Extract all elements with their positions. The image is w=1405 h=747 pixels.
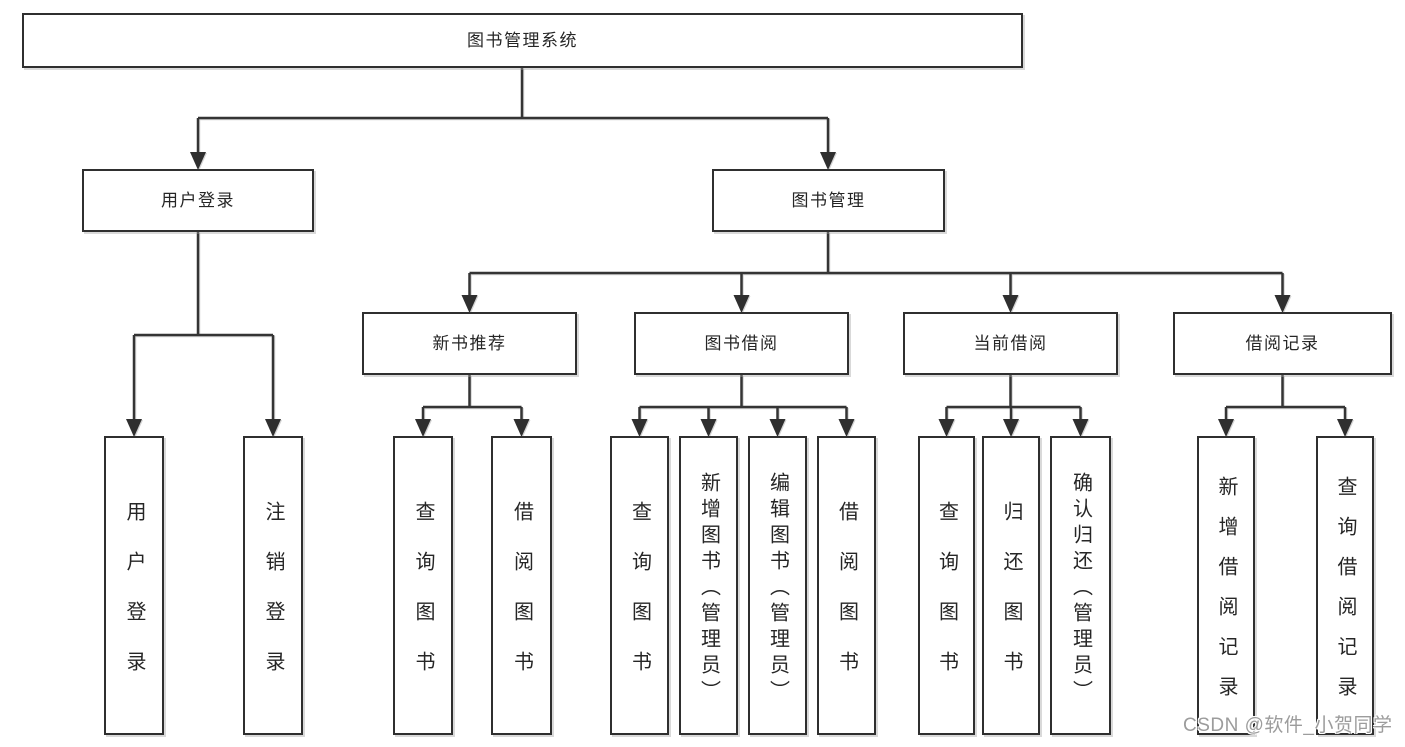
csdn-watermark: CSDN @软件_小贺同学: [1183, 715, 1393, 736]
node-current-return-books-label: 归还图书: [1000, 500, 1022, 701]
node-borrowing-records: 借阅记录: [1173, 312, 1392, 375]
arrow-down-icon: [415, 419, 431, 437]
arrow-down-icon: [1002, 295, 1019, 313]
node-user-login-action-label: 用户登录: [123, 500, 145, 701]
node-current-borrowing: 当前借阅: [903, 312, 1118, 375]
arrow-down-icon: [265, 419, 281, 437]
node-current-confirm-return-admin-label: 确认归还（管理员）: [1069, 471, 1092, 706]
arrow-down-icon: [938, 419, 955, 437]
node-borrowing-add-books-admin-label: 新增图书（管理员）: [697, 471, 720, 706]
arrow-down-icon: [1218, 419, 1234, 437]
arrow-down-icon: [733, 295, 750, 313]
node-current-confirm-return-admin: 确认归还（管理员）: [1050, 436, 1111, 735]
node-newbook-borrow-books: 借阅图书: [491, 436, 552, 735]
arrow-down-icon: [126, 419, 142, 437]
arrow-down-icon: [461, 295, 478, 313]
node-logout: 注销登录: [243, 436, 303, 735]
node-library-system-label: 图书管理系统: [467, 31, 578, 50]
node-book-management-label: 图书管理: [791, 191, 866, 210]
node-book-management: 图书管理: [712, 169, 945, 232]
node-current-return-books: 归还图书: [982, 436, 1040, 735]
arrow-down-icon: [1072, 419, 1089, 437]
node-current-query-books-label: 查询图书: [935, 500, 958, 701]
node-borrowing-add-books-admin: 新增图书（管理员）: [679, 436, 738, 735]
arrowhead-icons: [126, 152, 1353, 437]
arrow-down-icon: [1003, 419, 1019, 437]
node-new-book-recommendation-label: 新书推荐: [432, 334, 507, 353]
node-book-borrowing: 图书借阅: [634, 312, 849, 375]
node-newbook-query-books: 查询图书: [393, 436, 453, 735]
node-user-login-branch-label: 用户登录: [161, 191, 235, 210]
node-user-login-action: 用户登录: [104, 436, 164, 735]
node-logout-label: 注销登录: [262, 500, 284, 701]
node-borrowing-edit-books-admin: 编辑图书（管理员）: [748, 436, 807, 735]
node-borrowing-query-books-label: 查询图书: [628, 500, 651, 701]
arrow-down-icon: [513, 419, 530, 437]
node-current-query-books: 查询图书: [918, 436, 975, 735]
node-records-query-record: 查询借阅记录: [1316, 436, 1374, 735]
node-new-book-recommendation: 新书推荐: [362, 312, 577, 375]
arrow-down-icon: [1337, 419, 1353, 437]
node-records-add-record-label: 新增借阅记录: [1215, 475, 1237, 716]
node-current-borrowing-label: 当前借阅: [973, 334, 1048, 353]
arrow-down-icon: [838, 419, 855, 437]
node-records-add-record: 新增借阅记录: [1197, 436, 1255, 735]
node-borrowing-records-label: 借阅记录: [1245, 334, 1320, 353]
arrow-down-icon: [190, 152, 206, 170]
node-records-query-record-label: 查询借阅记录: [1334, 475, 1356, 716]
arrow-down-icon: [700, 419, 717, 437]
node-user-login-branch: 用户登录: [82, 169, 314, 232]
node-library-system: 图书管理系统: [22, 13, 1023, 68]
arrow-down-icon: [820, 152, 836, 170]
node-borrowing-borrow-books-label: 借阅图书: [835, 500, 858, 701]
arrow-down-icon: [631, 419, 648, 437]
node-borrowing-borrow-books: 借阅图书: [817, 436, 876, 735]
node-borrowing-query-books: 查询图书: [610, 436, 669, 735]
arrow-down-icon: [1274, 295, 1291, 313]
node-book-borrowing-label: 图书借阅: [704, 334, 779, 353]
node-borrowing-edit-books-admin-label: 编辑图书（管理员）: [766, 471, 789, 706]
node-newbook-query-books-label: 查询图书: [412, 500, 434, 701]
arrow-down-icon: [769, 419, 786, 437]
node-newbook-borrow-books-label: 借阅图书: [510, 500, 533, 701]
